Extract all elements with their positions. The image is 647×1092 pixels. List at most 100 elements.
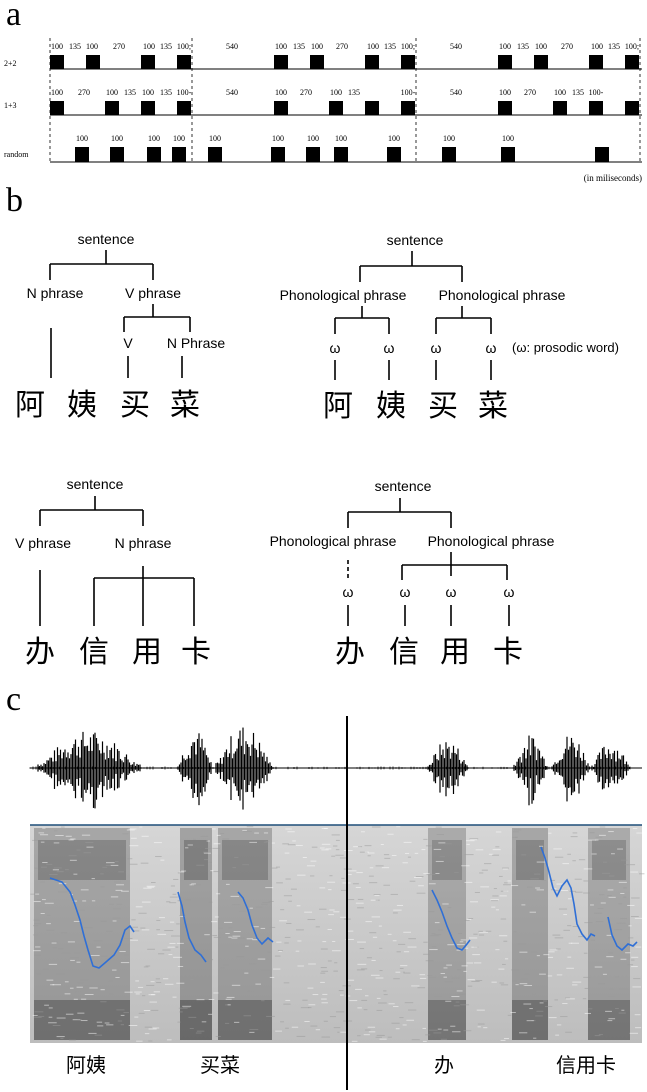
duration-label: 100 xyxy=(173,134,185,143)
duration-label: 100 xyxy=(330,88,342,97)
node-sentence: sentence xyxy=(387,232,444,248)
stimulus-block xyxy=(208,147,222,162)
duration-label: 100 xyxy=(51,42,63,51)
pitch-contour-cai xyxy=(237,891,274,946)
duration-label: 135 xyxy=(293,42,305,51)
node-n-phrase: N phrase xyxy=(27,285,84,301)
duration-label: 100 xyxy=(86,42,98,51)
stimulus-block xyxy=(595,147,609,162)
node-v-phrase: V phrase xyxy=(15,535,71,551)
char: 阿 xyxy=(323,390,353,423)
syllable-label: 阿姨 xyxy=(66,1054,106,1077)
stimulus-block xyxy=(501,147,515,162)
duration-label: 100 xyxy=(502,134,514,143)
duration-label: 540 xyxy=(450,42,462,51)
stimulus-block xyxy=(177,101,191,115)
duration-label: 100; xyxy=(625,42,639,51)
node-v: V xyxy=(123,335,133,351)
duration-label: 540 xyxy=(226,88,238,97)
duration-label: 100; xyxy=(177,42,191,51)
char: 买 xyxy=(428,390,458,423)
char: 买 xyxy=(120,389,150,422)
stimulus-block xyxy=(625,101,639,115)
speech-figure: 阿姨 买菜 办 信用卡 xyxy=(29,716,645,1090)
duration-label: 100 xyxy=(443,134,455,143)
pitch-contour-yongka xyxy=(607,916,638,952)
duration-label: 270 xyxy=(336,42,348,51)
omega-node: ω xyxy=(330,340,341,356)
char: 卡 xyxy=(181,636,211,669)
omega-node: ω xyxy=(384,340,395,356)
stimulus-block xyxy=(271,147,285,162)
duration-label: 100 xyxy=(111,134,123,143)
duration-label: 100 xyxy=(275,42,287,51)
node-n-phrase-2: N Phrase xyxy=(167,335,226,351)
prosody-tree-ayi-maicai: sentence Phonological phrase Phonologica… xyxy=(280,232,619,423)
stimulus-block xyxy=(334,147,348,162)
pitch-contour-mai xyxy=(177,891,207,963)
spectrogram-formants xyxy=(30,826,645,1042)
char: 信 xyxy=(389,636,419,669)
char: 用 xyxy=(440,636,470,669)
duration-label: 135 xyxy=(124,88,136,97)
stimulus-block xyxy=(401,101,415,115)
syntax-tree-ban-xinyongka: sentence V phrase N phrase 办 信 用 卡 xyxy=(15,476,211,669)
duration-label: 540 xyxy=(450,88,462,97)
omega-node: ω xyxy=(446,584,457,600)
node-n-phrase: N phrase xyxy=(115,535,172,551)
stimulus-block xyxy=(589,55,603,69)
stimulus-block xyxy=(365,101,379,115)
duration-label: 135 xyxy=(160,88,172,97)
duration-label: 270 xyxy=(524,88,536,97)
spectrogram xyxy=(30,825,642,1043)
char: 办 xyxy=(335,636,365,669)
omega-node: ω xyxy=(431,340,442,356)
node-v-phrase: V phrase xyxy=(125,285,181,301)
stimulus-block xyxy=(110,147,124,162)
row-label-2plus2: 2+2 xyxy=(4,59,17,68)
duration-label: 100- xyxy=(177,88,192,97)
syllable-label: 买菜 xyxy=(200,1054,240,1077)
pitch-contour-xin xyxy=(540,846,596,942)
char: 菜 xyxy=(170,389,200,422)
prosody-tree-ban-xinyongka: sentence Phonological phrase Phonologica… xyxy=(270,478,555,669)
node-phonological-phrase: Phonological phrase xyxy=(280,287,407,303)
char: 用 xyxy=(132,636,162,669)
row-label-1plus3: 1+3 xyxy=(4,101,17,110)
node-sentence: sentence xyxy=(78,231,135,247)
char: 姨 xyxy=(376,390,406,423)
stimulus-block xyxy=(442,147,456,162)
stimulus-block xyxy=(75,147,89,162)
duration-label: 100 xyxy=(209,134,221,143)
duration-label: 100; xyxy=(401,42,415,51)
stimulus-block xyxy=(172,147,186,162)
panel-b-letter: b xyxy=(6,182,23,219)
stimulus-block xyxy=(310,55,324,69)
stimulus-block xyxy=(306,147,320,162)
stimulus-block xyxy=(141,55,155,69)
stimulus-block xyxy=(274,101,288,115)
panel-a-letter: a xyxy=(6,0,22,33)
char: 菜 xyxy=(478,390,508,423)
duration-label: 135 xyxy=(69,42,81,51)
stimulus-block xyxy=(147,147,161,162)
node-phonological-phrase: Phonological phrase xyxy=(270,533,397,549)
char: 姨 xyxy=(67,389,97,422)
duration-label: 100 xyxy=(148,134,160,143)
stimulus-block xyxy=(387,147,401,162)
stimulus-block xyxy=(625,55,639,69)
duration-label: 100- xyxy=(401,88,416,97)
panel-c-letter: c xyxy=(6,681,22,718)
stimulus-block xyxy=(105,101,119,115)
waveform xyxy=(29,727,640,810)
pitch-contour-ayi xyxy=(49,877,135,969)
duration-label: 100 xyxy=(367,42,379,51)
stimulus-block xyxy=(50,101,64,115)
duration-label: 135 xyxy=(608,42,620,51)
duration-label: 100 xyxy=(499,88,511,97)
syntax-tree-ayi-maicai: sentence N phrase V phrase V N Phrase 阿 … xyxy=(15,231,225,422)
syllable-label: 办 xyxy=(434,1054,454,1077)
duration-label: 100 xyxy=(106,88,118,97)
